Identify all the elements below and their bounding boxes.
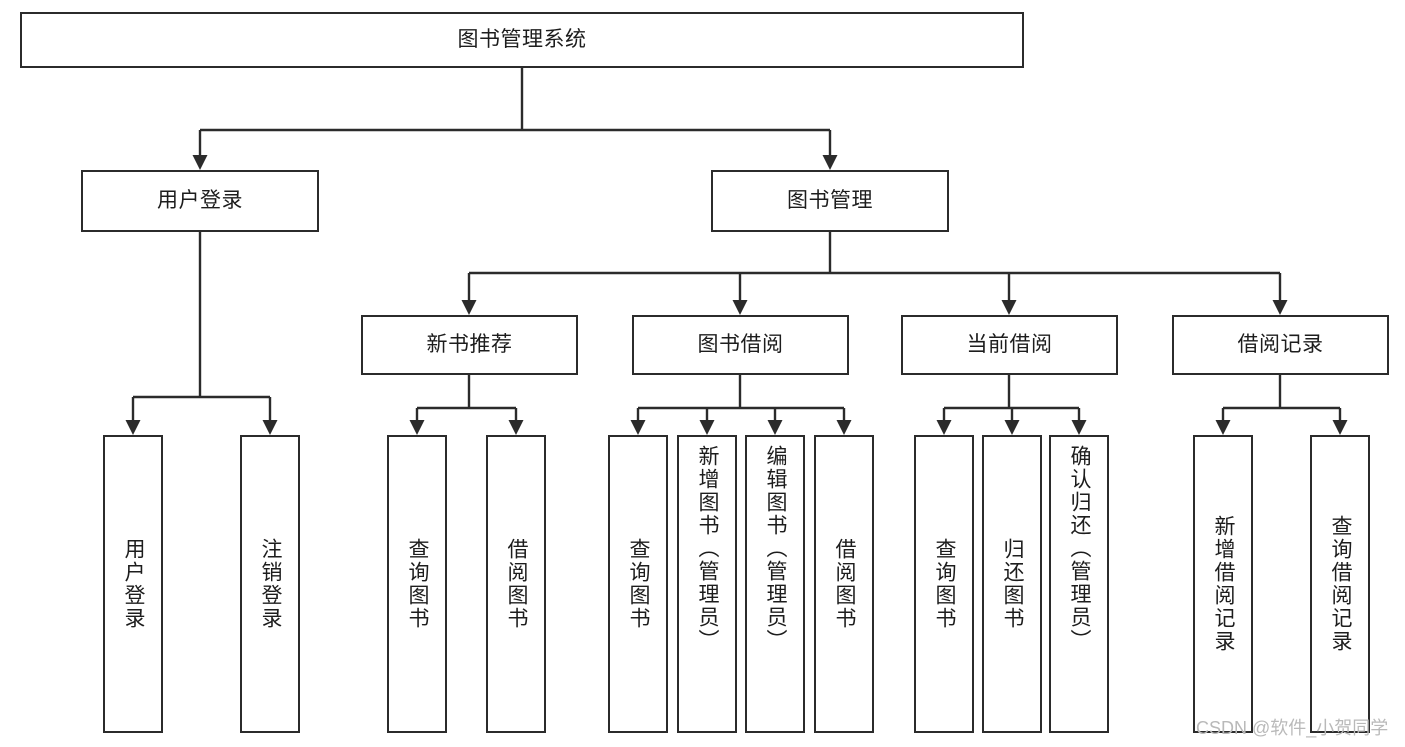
node-leaf-return-book[interactable]: 归还图书: [982, 435, 1042, 733]
node-label-leaf-return-book: 归还图书: [1001, 538, 1025, 630]
conn-to-leaf-borrow-book-1-arrow-icon: [508, 408, 524, 435]
node-label-leaf-borrow-book-2: 借阅图书: [833, 538, 857, 630]
node-leaf-logout[interactable]: 注销登录: [240, 435, 300, 733]
conn-to-leaf-edit-book-arrow-icon: [767, 408, 783, 435]
conn-to-leaf-confirm-return-arrow-icon: [1071, 408, 1087, 435]
node-label-root: 图书管理系统: [457, 27, 587, 51]
node-label-borrow-record: 借阅记录: [1237, 332, 1324, 356]
node-book-borrow[interactable]: 图书借阅: [632, 315, 849, 375]
node-label-leaf-borrow-book-1: 借阅图书: [505, 538, 529, 630]
node-label-current-borrow: 当前借阅: [966, 332, 1053, 356]
node-leaf-query-record[interactable]: 查询借阅记录: [1310, 435, 1370, 733]
node-label-leaf-query-book-3: 查询图书: [933, 538, 957, 630]
conn-to-current-borrow-arrow-icon: [1001, 273, 1017, 315]
node-label-book-borrow: 图书借阅: [697, 332, 784, 356]
conn-to-user-login-arrow-icon: [192, 130, 208, 170]
conn-to-leaf-logout-arrow-icon: [262, 397, 278, 435]
conn-to-leaf-return-book-arrow-icon: [1004, 408, 1020, 435]
conn-to-leaf-query-book-2-arrow-icon: [630, 408, 646, 435]
conn-to-new-book-rec-arrow-icon: [461, 273, 477, 315]
conn-to-borrow-record-arrow-icon: [1272, 273, 1288, 315]
node-user-login[interactable]: 用户登录: [81, 170, 319, 232]
node-leaf-user-login[interactable]: 用户登录: [103, 435, 163, 733]
node-label-user-login: 用户登录: [157, 188, 243, 212]
node-label-new-book-rec: 新书推荐: [426, 332, 513, 356]
node-label-leaf-confirm-return: 确认归还（管理员）: [1068, 445, 1092, 652]
conn-to-leaf-query-book-1-arrow-icon: [409, 408, 425, 435]
node-label-leaf-user-login: 用户登录: [122, 538, 146, 630]
node-borrow-record[interactable]: 借阅记录: [1172, 315, 1389, 375]
node-leaf-query-book-2[interactable]: 查询图书: [608, 435, 668, 733]
node-label-leaf-edit-book: 编辑图书（管理员）: [764, 445, 788, 652]
conn-to-leaf-query-book-3-arrow-icon: [936, 408, 952, 435]
node-label-leaf-logout: 注销登录: [259, 538, 283, 630]
node-label-leaf-add-record: 新增借阅记录: [1212, 515, 1236, 653]
node-label-leaf-add-book: 新增图书（管理员）: [696, 445, 720, 652]
conn-to-leaf-add-record-arrow-icon: [1215, 408, 1231, 435]
node-leaf-query-book-3[interactable]: 查询图书: [914, 435, 974, 733]
node-leaf-query-book-1[interactable]: 查询图书: [387, 435, 447, 733]
conn-to-leaf-query-record-arrow-icon: [1332, 408, 1348, 435]
node-leaf-borrow-book-1[interactable]: 借阅图书: [486, 435, 546, 733]
node-new-book-rec[interactable]: 新书推荐: [361, 315, 578, 375]
node-current-borrow[interactable]: 当前借阅: [901, 315, 1118, 375]
node-label-leaf-query-record: 查询借阅记录: [1329, 515, 1353, 653]
conn-to-leaf-user-login-arrow-icon: [125, 397, 141, 435]
node-leaf-confirm-return[interactable]: 确认归还（管理员）: [1049, 435, 1109, 733]
node-root[interactable]: 图书管理系统: [20, 12, 1024, 68]
conn-to-book-manage-arrow-icon: [822, 130, 838, 170]
node-book-manage[interactable]: 图书管理: [711, 170, 949, 232]
conn-to-leaf-borrow-book-2-arrow-icon: [836, 408, 852, 435]
node-label-leaf-query-book-2: 查询图书: [627, 538, 651, 630]
conn-to-leaf-add-book-arrow-icon: [699, 408, 715, 435]
node-leaf-add-book[interactable]: 新增图书（管理员）: [677, 435, 737, 733]
node-label-leaf-query-book-1: 查询图书: [406, 538, 430, 630]
node-leaf-edit-book[interactable]: 编辑图书（管理员）: [745, 435, 805, 733]
node-leaf-borrow-book-2[interactable]: 借阅图书: [814, 435, 874, 733]
node-leaf-add-record[interactable]: 新增借阅记录: [1193, 435, 1253, 733]
conn-to-book-borrow-arrow-icon: [732, 273, 748, 315]
node-label-book-manage: 图书管理: [787, 188, 873, 212]
